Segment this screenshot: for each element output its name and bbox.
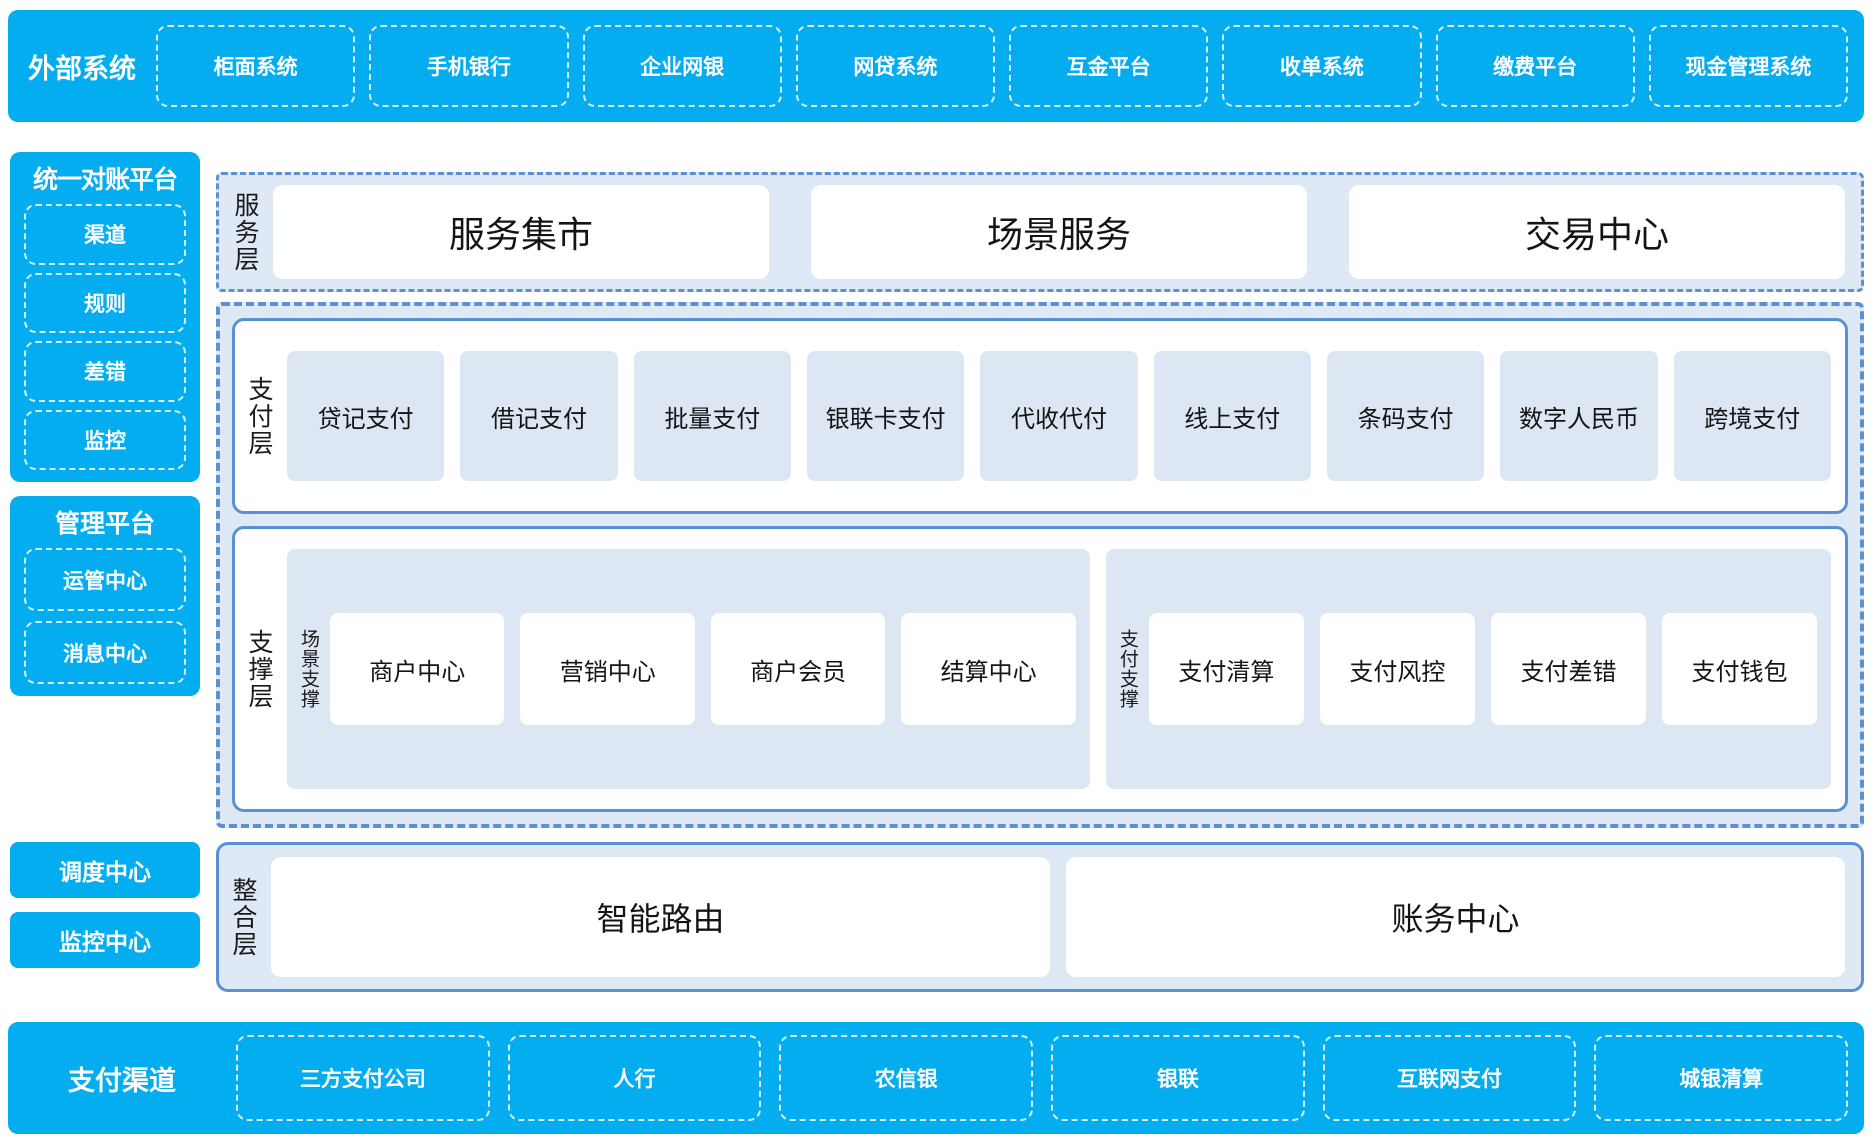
payment-card-debit-payment[interactable]: 借记支付 (460, 351, 618, 481)
management-platform-item-list: 运管中心 消息中心 (24, 548, 186, 684)
external-system-card-fintech-platform[interactable]: 互金平台 (1009, 25, 1209, 107)
service-layer-card-list: 服务集市 场景服务 交易中心 (273, 185, 1845, 279)
unified-reconciliation-platform-panel: 统一对账平台 渠道 规则 差错 监控 (10, 152, 200, 482)
payment-layer-container: 支付层 贷记支付 借记支付 批量支付 银联卡支付 代收代付 线上支付 条码支付 … (232, 318, 1848, 514)
payment-layer-card-list: 贷记支付 借记支付 批量支付 银联卡支付 代收代付 线上支付 条码支付 数字人民… (287, 351, 1831, 481)
service-layer-label: 服务层 (231, 191, 259, 273)
dispatch-center-chip[interactable]: 调度中心 (10, 842, 200, 898)
support-layer-container: 支撑层 场景支撑 商户中心 营销中心 商户会员 结算中心 支付支撑 支付清算 (232, 526, 1848, 812)
recon-item-channel[interactable]: 渠道 (24, 204, 186, 265)
service-card-scenario-service[interactable]: 场景服务 (811, 185, 1307, 279)
payment-card-collection-payment[interactable]: 代收代付 (980, 351, 1138, 481)
external-system-card-corporate-bank[interactable]: 企业网银 (582, 25, 782, 107)
management-platform-title: 管理平台 (54, 510, 155, 538)
payment-channels-card-list: 三方支付公司 人行 农信银 银联 互联网支付 城银清算 (236, 1035, 1849, 1121)
manage-item-message-center[interactable]: 消息中心 (24, 621, 186, 684)
external-system-card-payment-platform[interactable]: 缴费平台 (1435, 25, 1635, 107)
recon-item-monitor[interactable]: 监控 (24, 409, 186, 470)
payment-channel-card-unionpay[interactable]: 银联 (1051, 1035, 1305, 1121)
integration-layer-container: 整合层 智能路由 账务中心 (216, 842, 1864, 992)
recon-platform-item-list: 渠道 规则 差错 监控 (24, 204, 186, 470)
external-systems-card-list: 柜面系统 手机银行 企业网银 网贷系统 互金平台 收单系统 缴费平台 现金管理系… (156, 25, 1848, 107)
payment-channels-band: 支付渠道 三方支付公司 人行 农信银 银联 互联网支付 城银清算 (8, 1022, 1864, 1134)
recon-item-rule[interactable]: 规则 (24, 272, 186, 333)
payment-channel-card-internet-payment[interactable]: 互联网支付 (1322, 1035, 1577, 1121)
external-systems-title: 外部系统 (28, 53, 136, 84)
external-systems-band: 外部系统 柜面系统 手机银行 企业网银 网贷系统 互金平台 收单系统 缴费平台 … (8, 10, 1864, 122)
payment-channel-card-third-party[interactable]: 三方支付公司 (236, 1035, 490, 1121)
external-system-card-mobile-bank[interactable]: 手机银行 (369, 25, 569, 107)
support-group-scenario-card-list: 商户中心 营销中心 商户会员 结算中心 (330, 613, 1076, 725)
payment-card-digital-rmb[interactable]: 数字人民币 (1500, 351, 1658, 481)
recon-platform-title: 统一对账平台 (32, 166, 178, 194)
monitor-center-chip[interactable]: 监控中心 (10, 912, 200, 968)
external-system-card-acquiring[interactable]: 收单系统 (1222, 25, 1422, 107)
service-card-service-market[interactable]: 服务集市 (273, 185, 769, 279)
payment-channels-title: 支付渠道 (68, 1065, 176, 1096)
support-group-payment: 支付支撑 支付清算 支付风控 支付差错 支付钱包 (1105, 549, 1831, 789)
support-card-settlement-center[interactable]: 结算中心 (901, 613, 1076, 725)
payment-card-barcode-payment[interactable]: 条码支付 (1326, 351, 1485, 481)
payment-card-credit-payment[interactable]: 贷记支付 (287, 351, 445, 481)
management-platform-panel: 管理平台 运管中心 消息中心 (10, 496, 200, 696)
integration-card-smart-routing[interactable]: 智能路由 (271, 857, 1050, 977)
support-card-marketing-center[interactable]: 营销中心 (520, 613, 695, 725)
support-layer-group-list: 场景支撑 商户中心 营销中心 商户会员 结算中心 支付支撑 支付清算 支付风控 … (287, 537, 1831, 801)
external-system-card-cash-management[interactable]: 现金管理系统 (1648, 25, 1848, 107)
core-layers-container: 支付层 贷记支付 借记支付 批量支付 银联卡支付 代收代付 线上支付 条码支付 … (216, 302, 1864, 828)
support-group-scenario-label: 场景支撑 (298, 629, 319, 709)
support-group-payment-label: 支付支撑 (1116, 629, 1138, 709)
support-group-scenario: 场景支撑 商户中心 营销中心 商户会员 结算中心 (287, 549, 1090, 789)
payment-channel-card-pboc[interactable]: 人行 (507, 1035, 762, 1121)
service-layer-container: 服务层 服务集市 场景服务 交易中心 (216, 172, 1864, 292)
support-card-payment-exception[interactable]: 支付差错 (1490, 613, 1646, 725)
support-layer-label: 支撑层 (245, 628, 273, 710)
service-card-transaction-center[interactable]: 交易中心 (1349, 185, 1845, 279)
support-card-merchant-center[interactable]: 商户中心 (330, 613, 505, 725)
payment-card-unionpay-card[interactable]: 银联卡支付 (806, 351, 965, 481)
support-group-payment-card-list: 支付清算 支付风控 支付差错 支付钱包 (1148, 613, 1817, 725)
payment-channel-card-rural-credit[interactable]: 农信银 (779, 1035, 1034, 1121)
payment-card-online-payment[interactable]: 线上支付 (1153, 351, 1311, 481)
payment-layer-label: 支付层 (245, 375, 273, 457)
recon-item-error[interactable]: 差错 (24, 341, 186, 402)
external-system-card-online-loan[interactable]: 网贷系统 (795, 25, 995, 107)
integration-card-accounting-center[interactable]: 账务中心 (1066, 857, 1845, 977)
integration-layer-label: 整合层 (229, 876, 257, 958)
support-card-merchant-member[interactable]: 商户会员 (710, 613, 886, 725)
payment-card-batch-payment[interactable]: 批量支付 (633, 351, 791, 481)
manage-item-operations-center[interactable]: 运管中心 (24, 548, 186, 611)
support-card-payment-wallet[interactable]: 支付钱包 (1661, 613, 1817, 725)
support-card-payment-risk-control[interactable]: 支付风控 (1319, 613, 1475, 725)
support-card-payment-clearing[interactable]: 支付清算 (1148, 613, 1304, 725)
external-system-card-guimian[interactable]: 柜面系统 (156, 25, 356, 107)
payment-card-cross-border[interactable]: 跨境支付 (1673, 351, 1831, 481)
integration-layer-card-list: 智能路由 账务中心 (271, 857, 1845, 977)
payment-channel-card-city-bank-clearing[interactable]: 城银清算 (1594, 1035, 1849, 1121)
